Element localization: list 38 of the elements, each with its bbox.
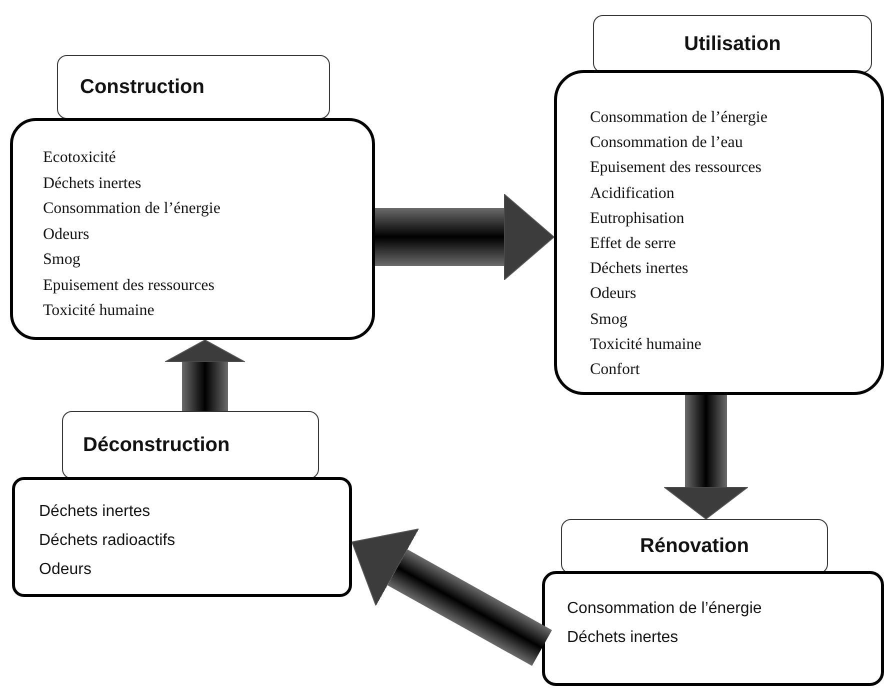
impact-item: Eutrophisation bbox=[590, 208, 686, 229]
impact-item: Epuisement des ressources bbox=[43, 276, 216, 296]
impact-item: Déchets radioactifs bbox=[39, 531, 176, 551]
block-arrow bbox=[375, 194, 554, 280]
impact-item: Effet de serre bbox=[590, 234, 677, 254]
impact-item: Déchets inertes bbox=[43, 174, 142, 194]
stage-title: Utilisation bbox=[684, 32, 781, 56]
impact-item: Consommation de l’énergie bbox=[43, 199, 222, 219]
impact-item: Acidification bbox=[590, 184, 676, 204]
stage-title: Rénovation bbox=[640, 535, 749, 558]
impact-item: Déchets inertes bbox=[567, 628, 680, 648]
impact-item: Smog bbox=[590, 310, 628, 330]
impact-item: Toxicité humaine bbox=[43, 301, 156, 321]
impact-item: Confort bbox=[590, 360, 641, 380]
impact-item: Déchets inertes bbox=[590, 259, 690, 280]
stage-title-box bbox=[561, 519, 828, 574]
stage-title-box bbox=[593, 15, 872, 73]
impact-list-box bbox=[554, 70, 884, 395]
impact-item: Odeurs bbox=[43, 224, 90, 244]
stage-title-box bbox=[62, 411, 319, 479]
impact-list-box bbox=[10, 118, 375, 340]
block-arrow bbox=[164, 340, 246, 411]
impact-item: Epuisement des ressources bbox=[590, 158, 763, 178]
impact-item: Consommation de l’eau bbox=[590, 133, 744, 154]
impact-item: Consommation de l’énergie bbox=[567, 599, 763, 619]
impact-item: Ecotoxicité bbox=[43, 148, 117, 168]
impact-item: Odeurs bbox=[39, 560, 92, 580]
impact-item: Toxicité humaine bbox=[590, 334, 702, 355]
impact-item: Consommation de l’énergie bbox=[590, 108, 768, 128]
impact-item: Odeurs bbox=[590, 284, 638, 304]
stage-title: Construction bbox=[80, 76, 204, 98]
impact-list-box bbox=[12, 477, 352, 597]
impact-item: Déchets inertes bbox=[39, 502, 152, 522]
stage-title: Déconstruction bbox=[83, 434, 230, 456]
impact-list-box bbox=[542, 571, 884, 686]
block-arrow bbox=[664, 395, 748, 520]
impact-item: Smog bbox=[43, 250, 82, 270]
stage-title-box bbox=[57, 55, 330, 119]
